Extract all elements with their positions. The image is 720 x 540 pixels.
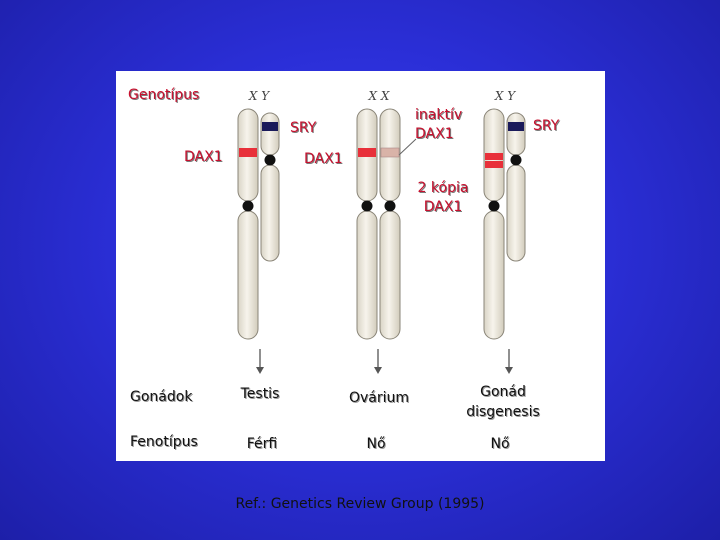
sry-label-right: SRY: [533, 118, 560, 134]
centromere: [242, 200, 254, 212]
phenotype-col-1: Férfi: [246, 436, 278, 452]
diagram-panel: X Y X X X Y Genotípus SRY DAX1 DAX1 inak…: [116, 71, 605, 461]
inactive-dax1-band: [380, 147, 400, 158]
chromosome-x-2b: [379, 108, 417, 340]
arrow-1: [256, 349, 264, 374]
centromere: [510, 154, 522, 166]
gonadok-label: Gonádok: [130, 389, 193, 405]
chromosome-x-2a: [356, 108, 378, 340]
fenotipus-label: Fenotípus: [130, 434, 198, 450]
centromere: [488, 200, 500, 212]
centromere: [361, 200, 373, 212]
phenotype-col-3: Nő: [490, 436, 510, 452]
chromosome-x-3: [483, 108, 505, 340]
arrow-2: [374, 349, 382, 374]
gonad-col-3-line1: Gonád: [480, 384, 526, 400]
kopia-label-line1: 2 kópia: [417, 180, 469, 196]
chromosome-y-1: [260, 112, 280, 262]
dax1-label-mid: DAX1: [304, 151, 343, 167]
xy-header-2: X X: [368, 89, 390, 103]
phenotype-col-2: Nő: [366, 436, 386, 452]
xy-header-3: X Y: [494, 89, 516, 103]
gonad-col-1: Testis: [240, 386, 280, 402]
inaktiv-label-line2: DAX1: [415, 126, 454, 142]
sry-band: [508, 122, 524, 131]
dax1-band: [239, 148, 257, 157]
dax1-band: [358, 148, 376, 157]
arrow-3: [505, 349, 513, 374]
sry-band: [262, 122, 278, 131]
xy-header-1: X Y: [248, 89, 270, 103]
centromere: [384, 200, 396, 212]
dax1-band: [485, 153, 503, 160]
chromosome-x-1: [237, 108, 259, 340]
inaktiv-label-line1: inaktív: [415, 107, 463, 123]
dax1-label-left: DAX1: [184, 149, 223, 165]
chromosome-y-3: [506, 112, 526, 262]
genotipus-label: Genotípus: [128, 87, 200, 103]
gonad-col-2: Ovárium: [348, 390, 410, 406]
reference-text: Ref.: Genetics Review Group (1995): [235, 496, 485, 512]
gonad-col-3-line2: disgenesis: [466, 404, 540, 420]
kopia-label-line2: DAX1: [423, 199, 463, 215]
dax1-band-copy: [485, 161, 503, 168]
chromosome-diagram: [237, 108, 526, 374]
sry-label-left: SRY: [290, 120, 317, 136]
centromere: [264, 154, 276, 166]
